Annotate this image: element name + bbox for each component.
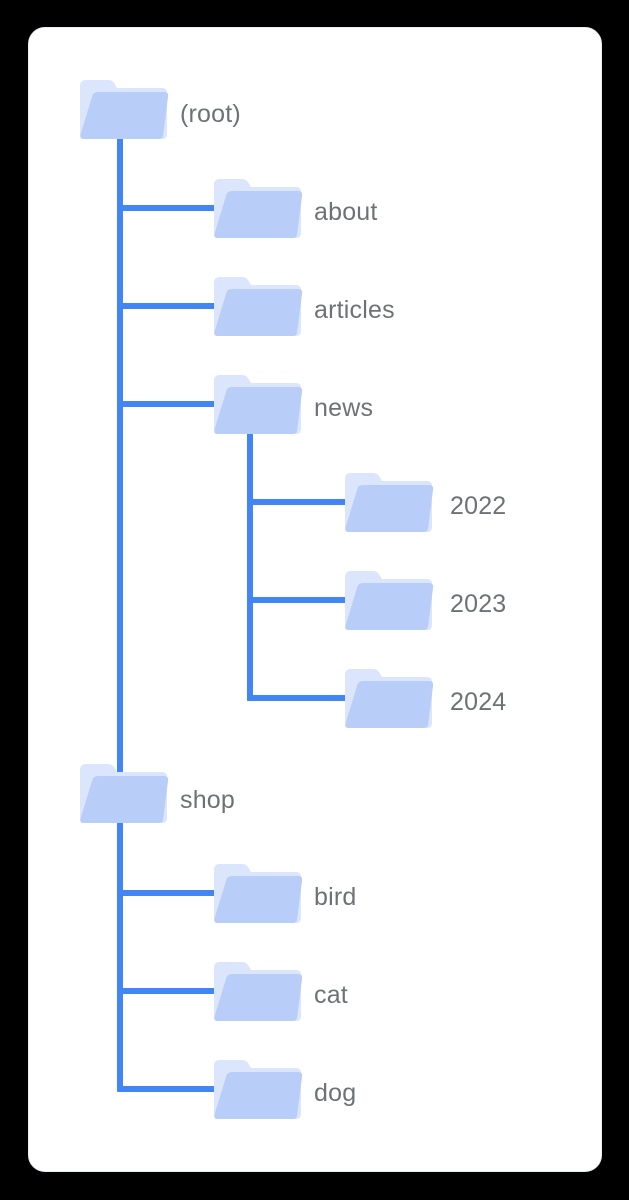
- connector-branch-news: [117, 401, 217, 407]
- folder-icon: [212, 862, 304, 926]
- folder-icon: [343, 667, 435, 731]
- tree-node-label-bird: bird: [314, 883, 357, 911]
- folder-icon: [343, 569, 435, 633]
- tree-node-cat[interactable]: [212, 960, 304, 1024]
- folder-icon: [212, 1058, 304, 1122]
- tree-node-label-about: about: [314, 198, 378, 226]
- folder-icon: [212, 960, 304, 1024]
- connector-branch-dog: [117, 1086, 217, 1092]
- tree-node-2024[interactable]: [343, 667, 435, 731]
- tree-node-about[interactable]: [212, 177, 304, 241]
- tree-node-dog[interactable]: [212, 1058, 304, 1122]
- tree-node-label-cat: cat: [314, 981, 348, 1009]
- folder-icon: [78, 762, 170, 826]
- tree-node-bird[interactable]: [212, 862, 304, 926]
- tree-node-label-dog: dog: [314, 1079, 357, 1107]
- tree-node-shop[interactable]: [78, 762, 170, 826]
- connector-branch-2023: [247, 597, 348, 603]
- connector-branch-bird: [117, 890, 217, 896]
- folder-icon: [78, 78, 170, 142]
- folder-icon: [212, 373, 304, 437]
- folder-icon: [212, 275, 304, 339]
- connector-branch-2022: [247, 499, 348, 505]
- tree-node-label-2023: 2023: [450, 590, 507, 618]
- tree-node-label-2022: 2022: [450, 492, 507, 520]
- connector-main-trunk: [117, 138, 123, 1088]
- tree-node-label-shop: shop: [180, 786, 236, 814]
- folder-icon: [212, 177, 304, 241]
- connector-news-trunk: [247, 433, 253, 701]
- folder-icon: [343, 471, 435, 535]
- tree-node-label-articles: articles: [314, 296, 395, 324]
- tree-node-root[interactable]: [78, 78, 170, 142]
- connector-branch-2024: [247, 695, 348, 701]
- tree-node-articles[interactable]: [212, 275, 304, 339]
- tree-node-label-news: news: [314, 394, 374, 422]
- connector-branch-about: [117, 205, 217, 211]
- connector-branch-articles: [117, 303, 217, 309]
- connector-branch-cat: [117, 988, 217, 994]
- tree-node-label-2024: 2024: [450, 688, 507, 716]
- tree-node-2023[interactable]: [343, 569, 435, 633]
- tree-node-news[interactable]: [212, 373, 304, 437]
- tree-node-label-root: (root): [180, 100, 241, 128]
- tree-node-2022[interactable]: [343, 471, 435, 535]
